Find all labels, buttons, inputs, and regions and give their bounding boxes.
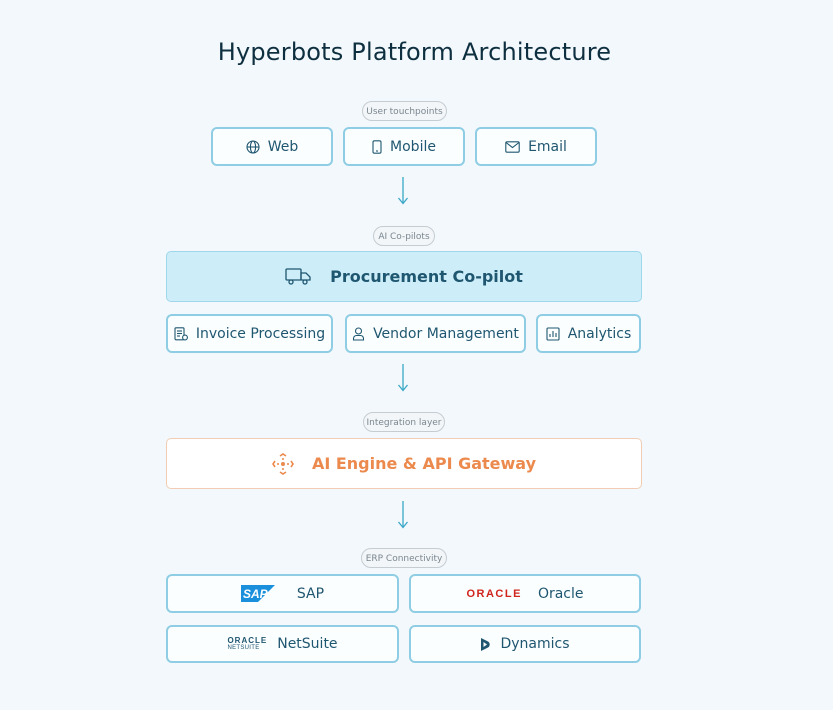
vendor-management-node: Vendor Management — [345, 314, 526, 353]
section-label-touchpoints: User touchpoints — [362, 101, 447, 121]
email-label: Email — [528, 138, 567, 155]
diagram-title: Hyperbots Platform Architecture — [217, 38, 612, 66]
netsuite-logo: ORACLE NETSUITE — [227, 636, 268, 652]
oracle-label: Oracle — [537, 585, 584, 602]
analytics-node: Analytics — [536, 314, 641, 353]
hub-icon — [271, 452, 294, 475]
envelope-icon — [505, 140, 520, 153]
dynamics-logo-icon — [480, 637, 492, 652]
ai-engine-gateway-label: AI Engine & API Gateway — [311, 454, 537, 473]
svg-text:SAP: SAP — [243, 587, 269, 601]
arrow-down-icon — [397, 177, 409, 205]
ai-engine-gateway-node: AI Engine & API Gateway — [166, 438, 642, 489]
analytics-label: Analytics — [567, 325, 632, 342]
dynamics-node: Dynamics — [409, 625, 641, 663]
arrow-down-icon — [397, 501, 409, 529]
procurement-copilot-node: Procurement Co-pilot — [166, 251, 642, 302]
dynamics-label: Dynamics — [500, 636, 570, 652]
invoice-icon — [174, 326, 188, 341]
netsuite-node: ORACLE NETSUITE NetSuite — [166, 625, 399, 663]
user-icon — [352, 326, 365, 341]
globe-icon — [246, 139, 260, 154]
web-label: Web — [267, 138, 299, 155]
sap-label: SAP — [296, 585, 325, 602]
oracle-logo: ORACLE — [466, 587, 522, 600]
oracle-node: ORACLE Oracle — [409, 574, 641, 613]
sap-node: SAP SAP — [166, 574, 399, 613]
netsuite-label: NetSuite — [277, 636, 338, 652]
arrow-down-icon — [397, 364, 409, 392]
section-label-integration: Integration layer — [363, 412, 445, 432]
invoice-processing-label: Invoice Processing — [195, 325, 326, 342]
web-node: Web — [211, 127, 333, 166]
section-label-erp: ERP Connectivity — [361, 548, 447, 568]
section-label-copilots: AI Co-pilots — [373, 226, 435, 246]
bar-chart-icon — [546, 326, 560, 341]
sap-logo: SAP — [240, 585, 275, 602]
mobile-node: Mobile — [343, 127, 465, 166]
truck-icon — [285, 268, 312, 285]
email-node: Email — [475, 127, 597, 166]
vendor-management-label: Vendor Management — [373, 325, 519, 342]
mobile-label: Mobile — [390, 138, 436, 155]
invoice-processing-node: Invoice Processing — [166, 314, 333, 353]
procurement-copilot-label: Procurement Co-pilot — [330, 267, 523, 286]
mobile-phone-icon — [372, 139, 382, 154]
